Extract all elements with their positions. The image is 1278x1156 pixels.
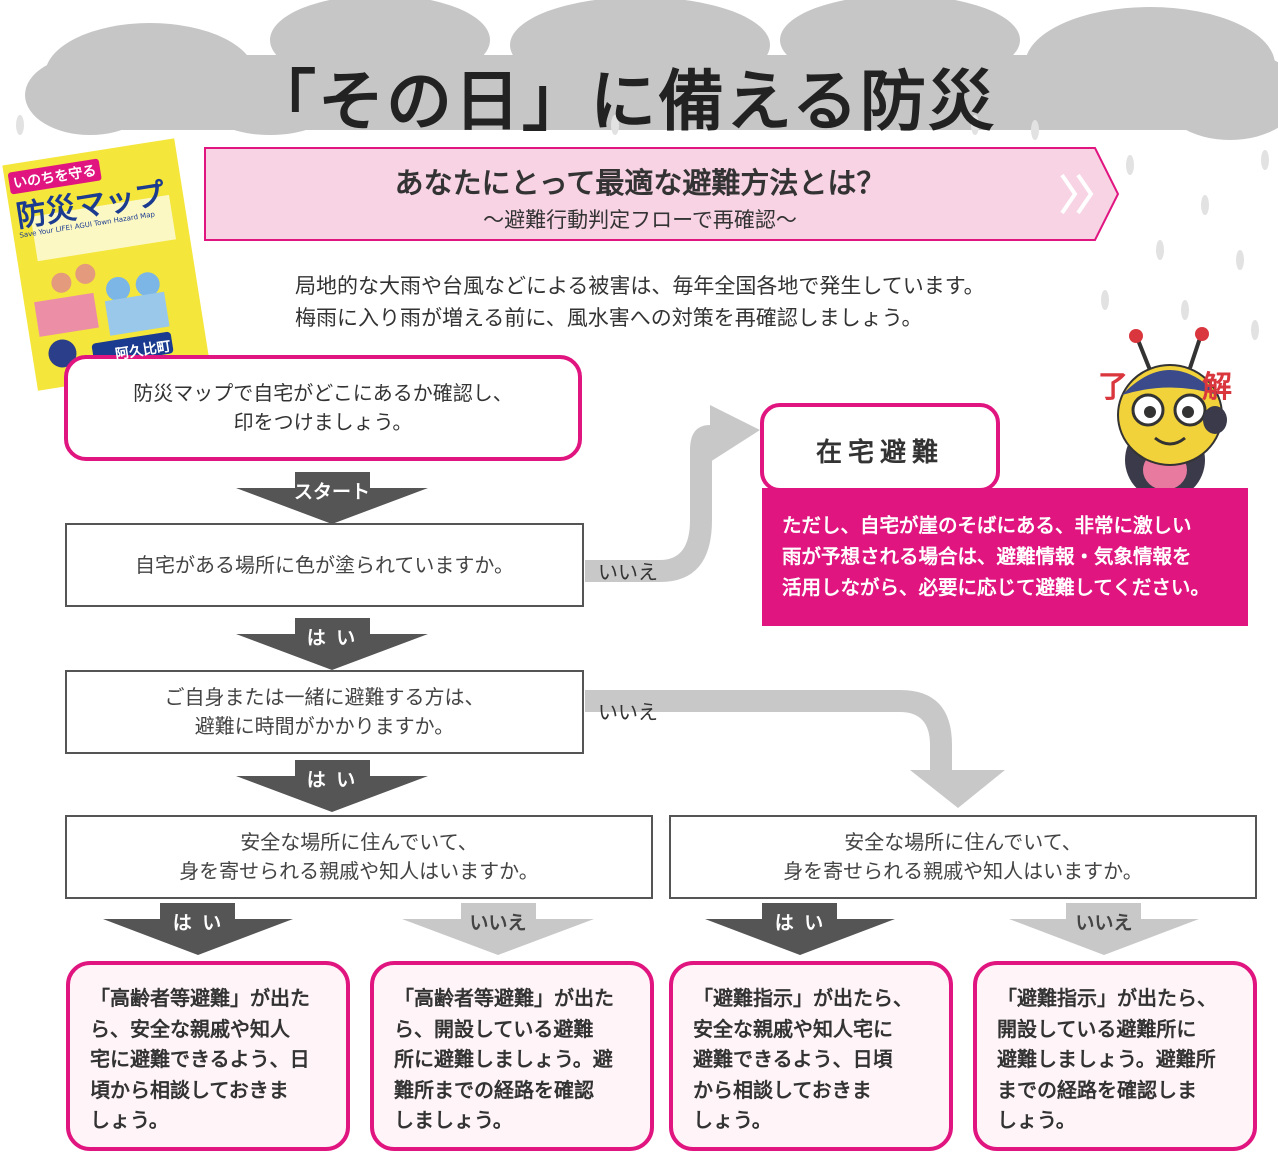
question-3-left-line: 身を寄せられる親戚や知人はいますか。 <box>179 859 539 883</box>
result-3-line: しょう。 <box>693 1108 772 1132</box>
mascot-char-left: 了 <box>1098 370 1128 405</box>
question-1-text: 自宅がある場所に色が塗られていますか。 <box>135 552 514 577</box>
result-1: 「高齢者等避難」が出た ら、安全な親戚や知人 宅に避難できるよう、日 頃から相談… <box>90 983 340 1136</box>
home-note-line: ただし、自宅が崖のそばにある、非常に激しい <box>782 514 1192 537</box>
yes-label-q3-left: は い <box>172 912 224 934</box>
result-2: 「高齢者等避難」が出た ら、開設している避難 所に避難しましょう。避 難所までの… <box>394 983 644 1136</box>
hazard-map-cover <box>0 133 215 396</box>
result-2-line: しましょう。 <box>394 1108 513 1132</box>
yes-label-q1: は い <box>306 627 358 649</box>
q3-right-box-shape <box>669 815 1257 899</box>
result-2-line: 所に避難しましょう。避 <box>394 1047 613 1071</box>
result-1-line: 「高齢者等避難」が出た <box>90 986 310 1010</box>
result-4-line: 避難しましょう。避難所 <box>997 1047 1216 1071</box>
intro-line-1: 局地的な大雨や台風などによる被害は、毎年全国各地で発生しています。 <box>295 274 985 298</box>
result-3-line: 避難できるよう、日頃 <box>693 1047 893 1071</box>
banner-shape <box>204 147 1120 241</box>
q3-left-box-shape <box>65 815 653 899</box>
hazard-map-cover-text: いのちを守る 防災マップ Save Your LIFE! AGUI Town H… <box>0 136 212 393</box>
no-arrow-to-right-question <box>585 690 1005 808</box>
result-4: 「避難指示」が出たら、 開設している避難所に 避難しましょう。避難所 までの経路… <box>997 983 1247 1136</box>
question-3-right: 安全な場所に住んでいて、 身を寄せられる親戚や知人はいますか。 <box>670 816 1256 898</box>
home-note-line: 活用しながら、必要に応じて避難してください。 <box>782 576 1210 599</box>
result-2-line: 「高齢者等避難」が出た <box>394 986 614 1010</box>
start-label: スタート <box>293 481 370 503</box>
q2-box-shape <box>65 670 584 754</box>
result-3: 「避難指示」が出たら、 安全な親戚や知人宅に 避難できるよう、日頃 から相談して… <box>693 983 943 1136</box>
no-label-q3-right: いいえ <box>1075 912 1133 934</box>
result-3-line: 安全な親戚や知人宅に <box>693 1016 893 1041</box>
no-arrow-to-home <box>585 405 760 582</box>
home-shelter-title: 在宅避難 <box>815 438 944 468</box>
banner-subtitle: 〜避難行動判定フローで再確認〜 <box>483 208 797 232</box>
mascot-illustration <box>1117 327 1227 500</box>
no-label-q1: いいえ <box>598 560 658 584</box>
light-arrows <box>402 903 1199 955</box>
start-box-line: 防災マップで自宅がどこにあるか確認し、 <box>133 381 513 405</box>
result-1-line: 宅に避難できるよう、日 <box>90 1047 310 1071</box>
home-note-line: 雨が予想される場合は、避難情報・気象情報を <box>782 545 1192 568</box>
home-note-shape <box>762 488 1248 626</box>
result-4-line: しょう。 <box>997 1108 1076 1132</box>
start-box-line: 印をつけましょう。 <box>233 410 413 434</box>
intro-line-2: 梅雨に入り雨が増える前に、風水害への対策を再確認しましょう。 <box>295 306 923 330</box>
result-4-line: までの経路を確認しま <box>997 1077 1197 1102</box>
result-1-line: 頃から相談しておきま <box>90 1077 289 1102</box>
question-3-right-line: 身を寄せられる親戚や知人はいますか。 <box>783 859 1143 883</box>
result-4-line: 開設している避難所に <box>997 1016 1197 1041</box>
result-2-line: 難所までの経路を確認 <box>394 1077 594 1102</box>
start-box: 防災マップで自宅がどこにあるか確認し、 印をつけましょう。 <box>66 357 580 459</box>
question-3-left: 安全な場所に住んでいて、 身を寄せられる親戚や知人はいますか。 <box>66 816 652 898</box>
result-4-line: 「避難指示」が出たら、 <box>997 986 1217 1010</box>
question-2-line: 避難に時間がかかりますか。 <box>194 714 455 738</box>
page-title: 「その日」に備える防災 <box>250 63 997 140</box>
cloud-band <box>25 0 1278 140</box>
mascot-char-right: 解 <box>1202 370 1232 405</box>
no-label-q2: いいえ <box>598 700 658 724</box>
result-box-shapes <box>66 961 1257 1151</box>
home-shelter-note: ただし、自宅が崖のそばにある、非常に激しい 雨が予想される場合は、避難情報・気象… <box>782 510 1242 603</box>
yes-label-q3-right: は い <box>774 912 826 934</box>
result-1-line: しょう。 <box>90 1108 169 1132</box>
no-label-q3-left: いいえ <box>469 912 527 934</box>
question-2: ご自身または一緒に避難する方は、 避難に時間がかかりますか。 <box>66 671 583 753</box>
raindrops <box>16 115 1269 340</box>
question-3-left-line: 安全な場所に住んでいて、 <box>240 830 478 854</box>
question-3-right-line: 安全な場所に住んでいて、 <box>844 830 1082 854</box>
home-title-shape <box>760 403 1000 492</box>
dark-arrows <box>103 472 895 955</box>
result-3-line: 「避難指示」が出たら、 <box>693 986 913 1010</box>
yes-label-q2: は い <box>306 769 358 791</box>
result-3-line: から相談しておきま <box>693 1077 872 1102</box>
start-box-shape <box>64 355 582 461</box>
question-1: 自宅がある場所に色が塗られていますか。 <box>66 524 583 606</box>
q1-box-shape <box>65 523 584 607</box>
question-2-line: ご自身または一緒に避難する方は、 <box>164 685 485 709</box>
banner-title: あなたにとって最適な避難方法とは？ <box>394 166 886 200</box>
result-2-line: ら、開設している避難 <box>394 1016 594 1041</box>
result-1-line: ら、安全な親戚や知人 <box>90 1016 290 1041</box>
banner-chevrons <box>1060 173 1094 215</box>
